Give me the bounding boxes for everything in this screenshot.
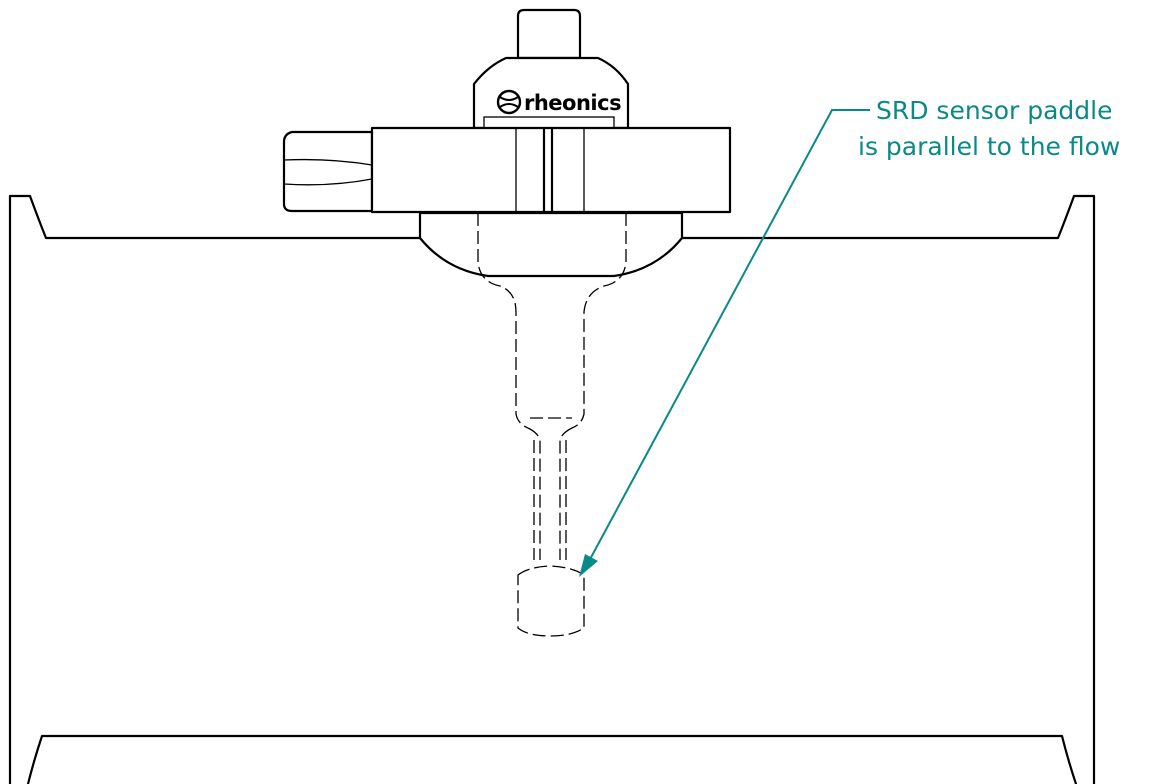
pipe-top-edge <box>8 194 1096 784</box>
top-plug <box>516 8 582 60</box>
connector-seam-lower <box>283 178 373 186</box>
callout-leader <box>587 109 870 564</box>
rheonics-logo-icon <box>496 89 522 115</box>
callout-line-1: SRD sensor paddle <box>876 96 1113 125</box>
pipe-bottom-edge <box>26 734 1078 784</box>
stem-right <box>571 213 627 429</box>
logo-wordmark: rheonics <box>524 91 621 115</box>
callout-line-2: is parallel to the flow <box>858 132 1120 161</box>
hidden-sensor-body <box>477 213 627 637</box>
housing <box>472 56 630 130</box>
stem-left <box>477 213 529 429</box>
callout: SRD sensor paddle is parallel to the flo… <box>579 96 1120 577</box>
connector-seam-upper <box>283 158 373 166</box>
callout-arrowhead <box>579 554 598 577</box>
sensor-head: rheonics <box>370 8 732 214</box>
stem-taper <box>527 427 573 560</box>
side-connector <box>282 130 374 213</box>
weld-boss <box>418 211 684 278</box>
pipe-spool <box>8 194 1096 784</box>
sensor-paddle <box>517 565 585 637</box>
flange-slot-inner <box>542 126 554 214</box>
boss-outline <box>418 211 684 278</box>
connector-body <box>282 130 374 213</box>
